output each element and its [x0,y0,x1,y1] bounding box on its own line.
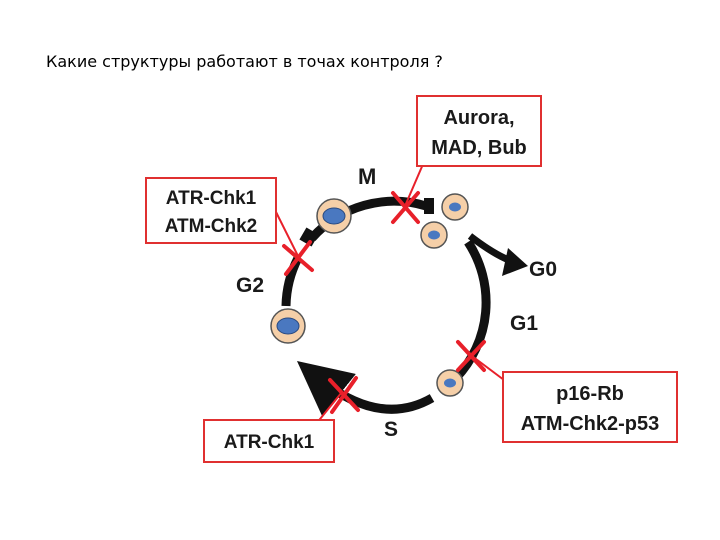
checkpoint-box-g2m: ATR-Chk1 ATM-Chk2 [145,177,277,244]
checkpoint-box-s: ATR-Chk1 [203,419,335,463]
checkpoint-mitotic-line2: MAD, Bub [431,137,527,159]
checkpoint-mitotic-line1: Aurora, [443,107,514,129]
cycle-arc-bottom [296,361,435,416]
checkpoint-s-line1: ATR-Chk1 [224,432,315,453]
connector-g2m [275,211,299,257]
cell-g1-phase [436,369,464,397]
checkpoint-mark-g2m [282,240,314,276]
connector-s [315,391,343,425]
checkpoint-mark-mitotic [391,191,420,224]
cell-g2-phase [270,308,306,344]
checkpoint-g2m-line1: ATR-Chk1 [166,188,257,209]
cell-daughter-top [441,193,469,221]
checkpoint-box-mitotic: Aurora, MAD, Bub [416,95,542,167]
g2-phase-marker [299,227,319,247]
phase-label-m: M [358,164,376,189]
cell-daughter-bottom [420,221,448,249]
checkpoint-box-g1s: p16-Rb ATM-Chk2-p53 [502,371,678,443]
cycle-arc-right [452,239,491,382]
g0-arrowhead [502,248,528,276]
phase-label-g1: G1 [510,312,538,335]
checkpoint-mark-s [328,376,360,414]
m-phase-marker [424,198,434,214]
checkpoint-g1s-line2: ATM-Chk2-p53 [521,413,660,435]
checkpoint-g1s-line1: p16-Rb [556,383,624,405]
checkpoint-g2m-line2: ATM-Chk2 [165,216,258,237]
phase-label-g2: G2 [236,274,264,297]
phase-label-s: S [384,418,398,441]
question-text: Какие структуры работают в точах контрол… [46,52,443,71]
checkpoint-mark-g1s [456,340,486,372]
cell-m-phase [316,198,352,234]
phase-label-g0: G0 [529,258,557,281]
